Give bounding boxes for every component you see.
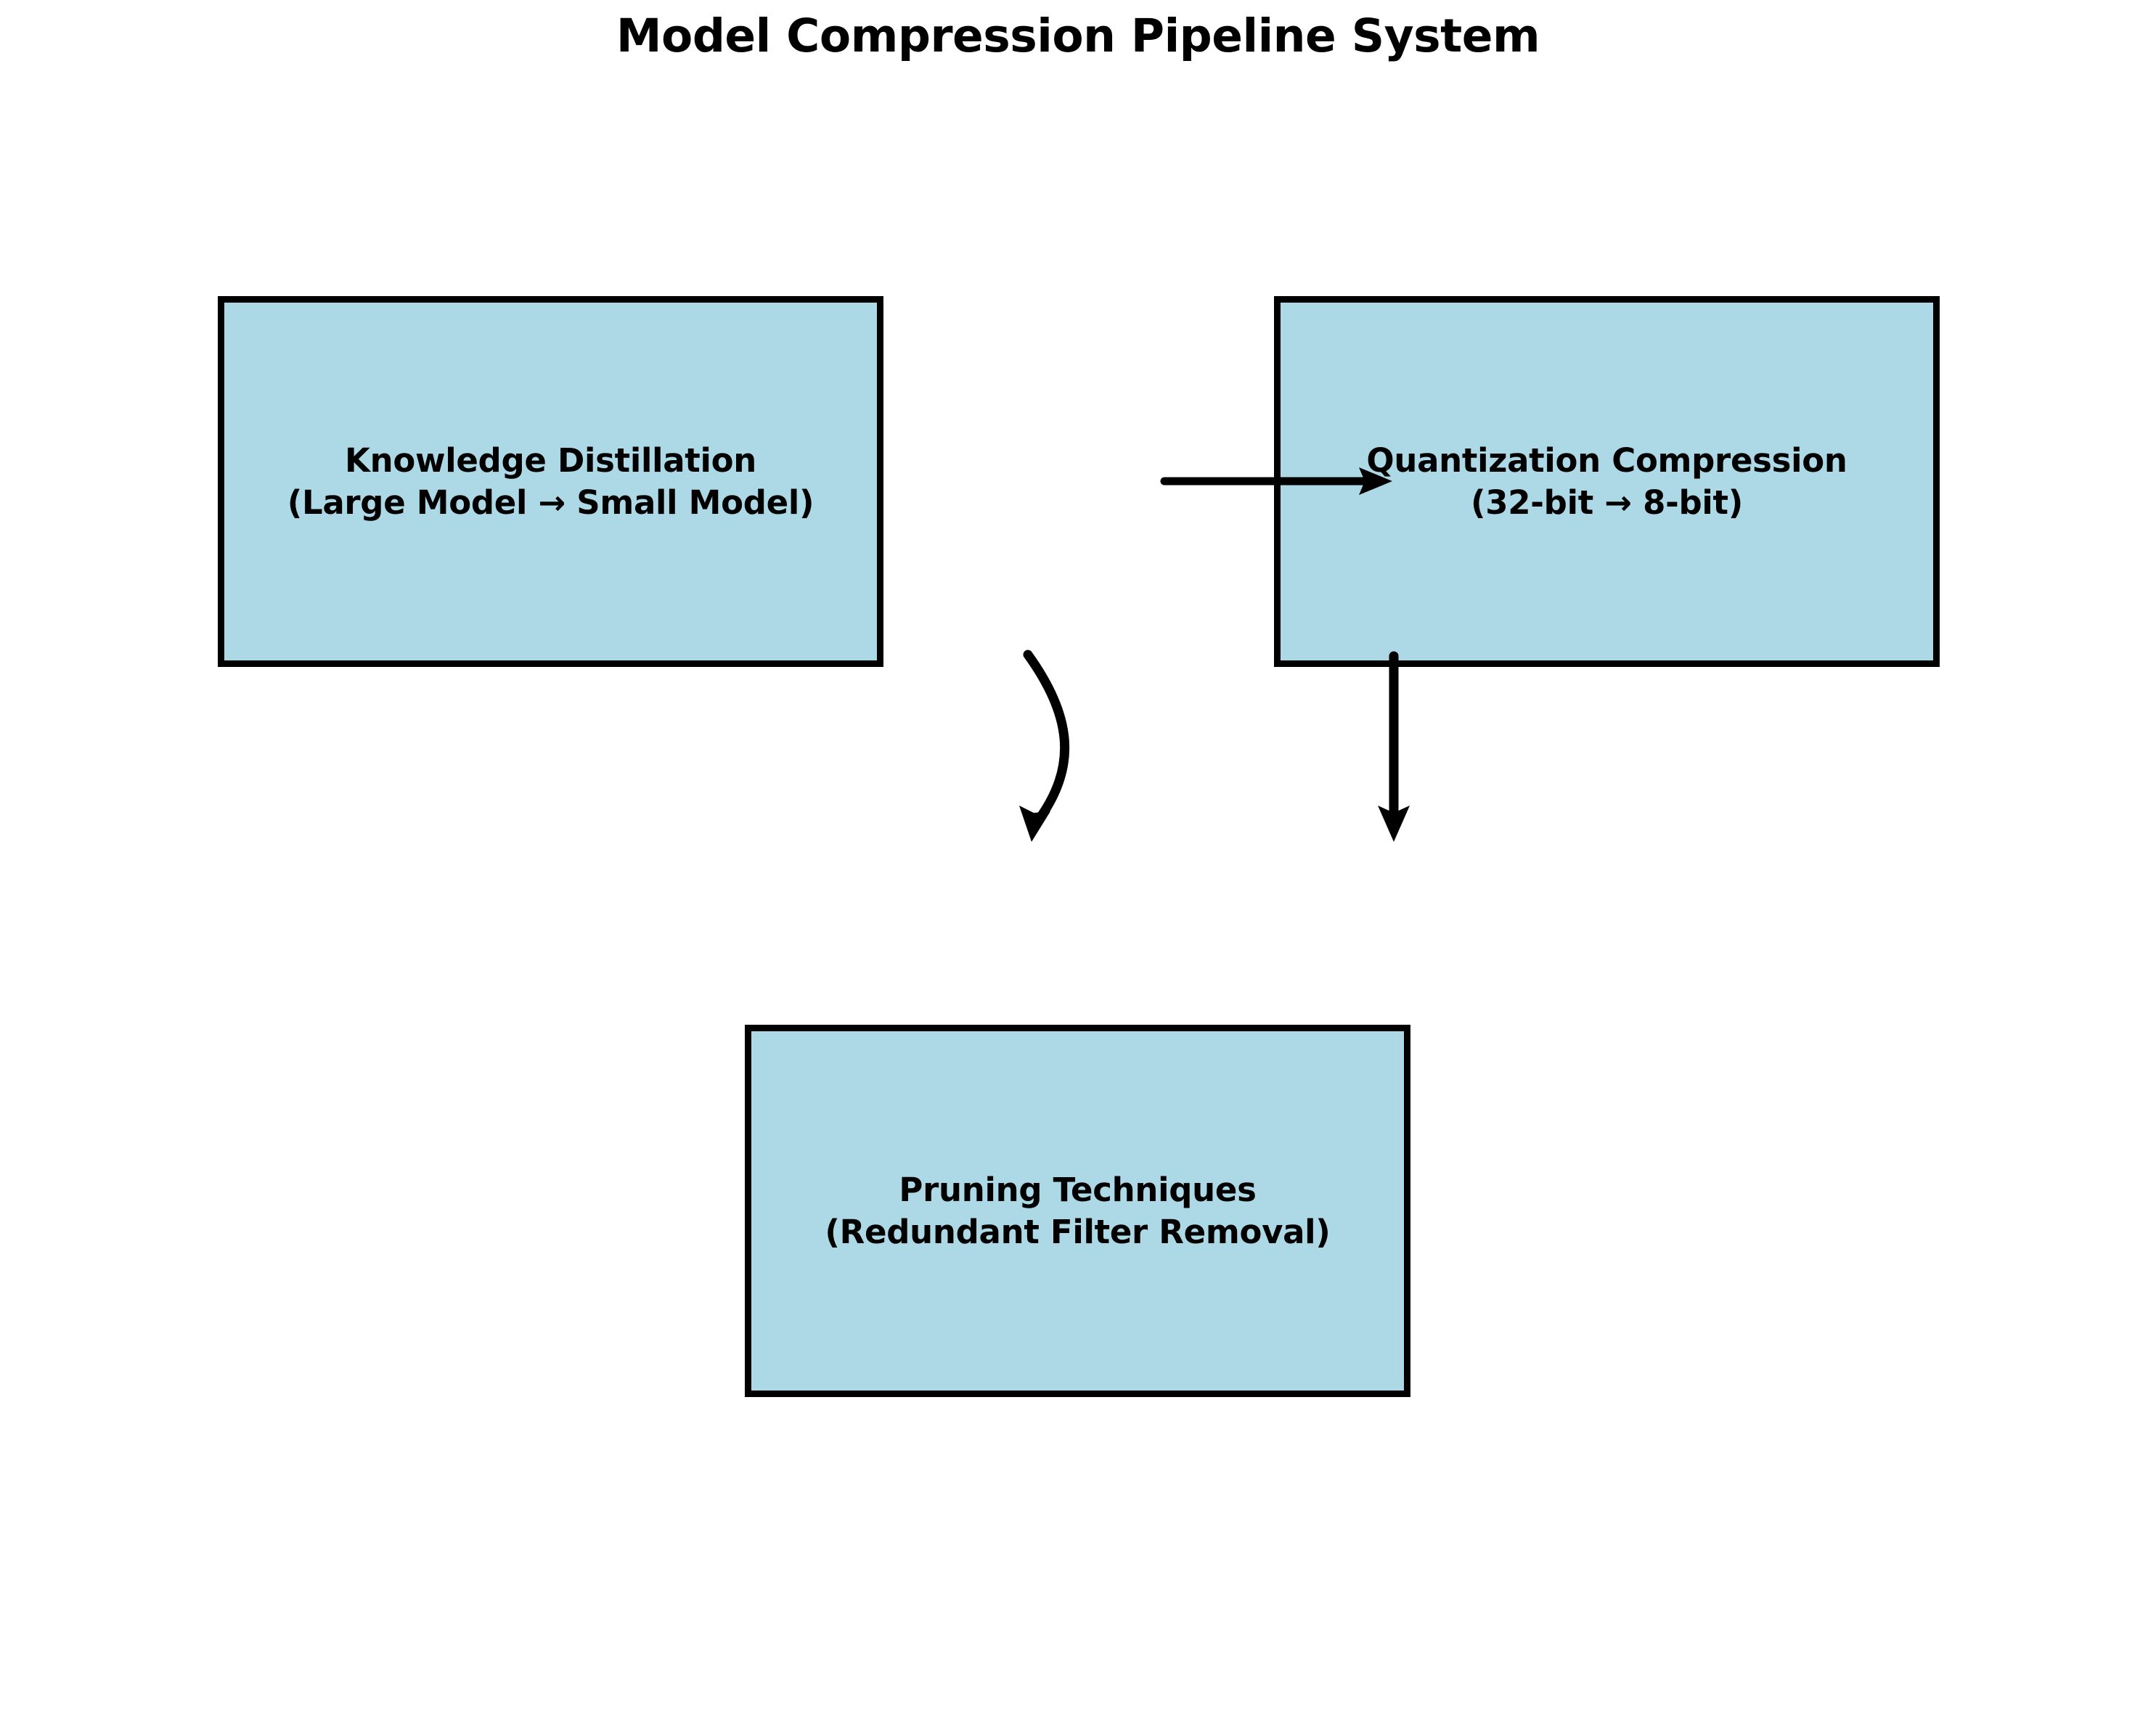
- node-pruning-techniques-label: Pruning Techniques (Redundant Filter Rem…: [825, 1170, 1331, 1251]
- edge-curved-down-arrow: [1019, 650, 1070, 842]
- node-knowledge-distillation[interactable]: Knowledge Distillation (Large Model → Sm…: [218, 296, 883, 667]
- edge-curved-down-arrowhead: [1019, 806, 1050, 842]
- node-pruning-techniques[interactable]: Pruning Techniques (Redundant Filter Rem…: [745, 1025, 1410, 1397]
- page-title: Model Compression Pipeline System: [616, 9, 1540, 62]
- edge-quantization-down-arrowhead: [1378, 806, 1410, 842]
- node-quantization-compression-label: Quantization Compression (32-bit → 8-bit…: [1366, 441, 1847, 522]
- edge-curved-down-line: [1023, 650, 1070, 827]
- edge-quantization-down-arrow: [1378, 651, 1410, 842]
- node-quantization-compression[interactable]: Quantization Compression (32-bit → 8-bit…: [1274, 296, 1940, 667]
- node-knowledge-distillation-label: Knowledge Distillation (Large Model → Sm…: [287, 441, 814, 522]
